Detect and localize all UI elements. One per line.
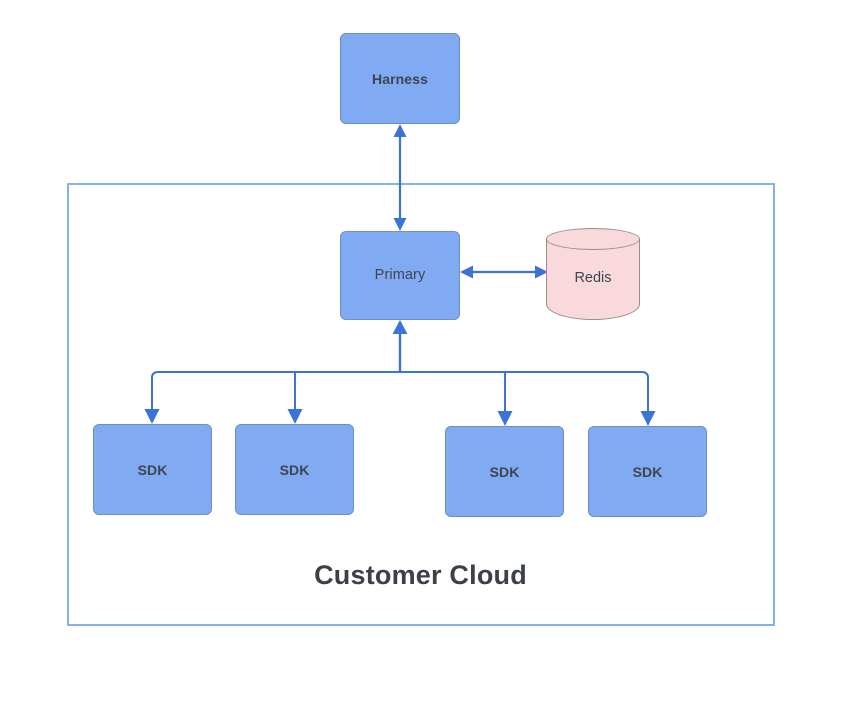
customer-cloud-title: Customer Cloud (314, 560, 527, 590)
customer-cloud-container (67, 183, 775, 626)
node-sdk-1[interactable]: SDK (93, 424, 212, 515)
redis-cylinder-top (546, 228, 640, 250)
node-primary-label: Primary (374, 267, 426, 284)
node-sdk-3[interactable]: SDK (445, 426, 564, 517)
node-redis-label: Redis (574, 270, 612, 286)
node-harness[interactable]: Harness (340, 33, 460, 124)
node-sdk-4-label: SDK (632, 463, 663, 480)
node-primary[interactable]: Primary (340, 231, 460, 320)
node-sdk-3-label: SDK (489, 463, 520, 480)
redis-cylinder-body (546, 239, 640, 320)
node-sdk-2[interactable]: SDK (235, 424, 354, 515)
node-sdk-4[interactable]: SDK (588, 426, 707, 517)
node-sdk-1-label: SDK (137, 461, 168, 478)
node-sdk-2-label: SDK (279, 461, 310, 478)
node-harness-label: Harness (372, 70, 428, 87)
node-redis[interactable]: Redis (546, 228, 640, 320)
